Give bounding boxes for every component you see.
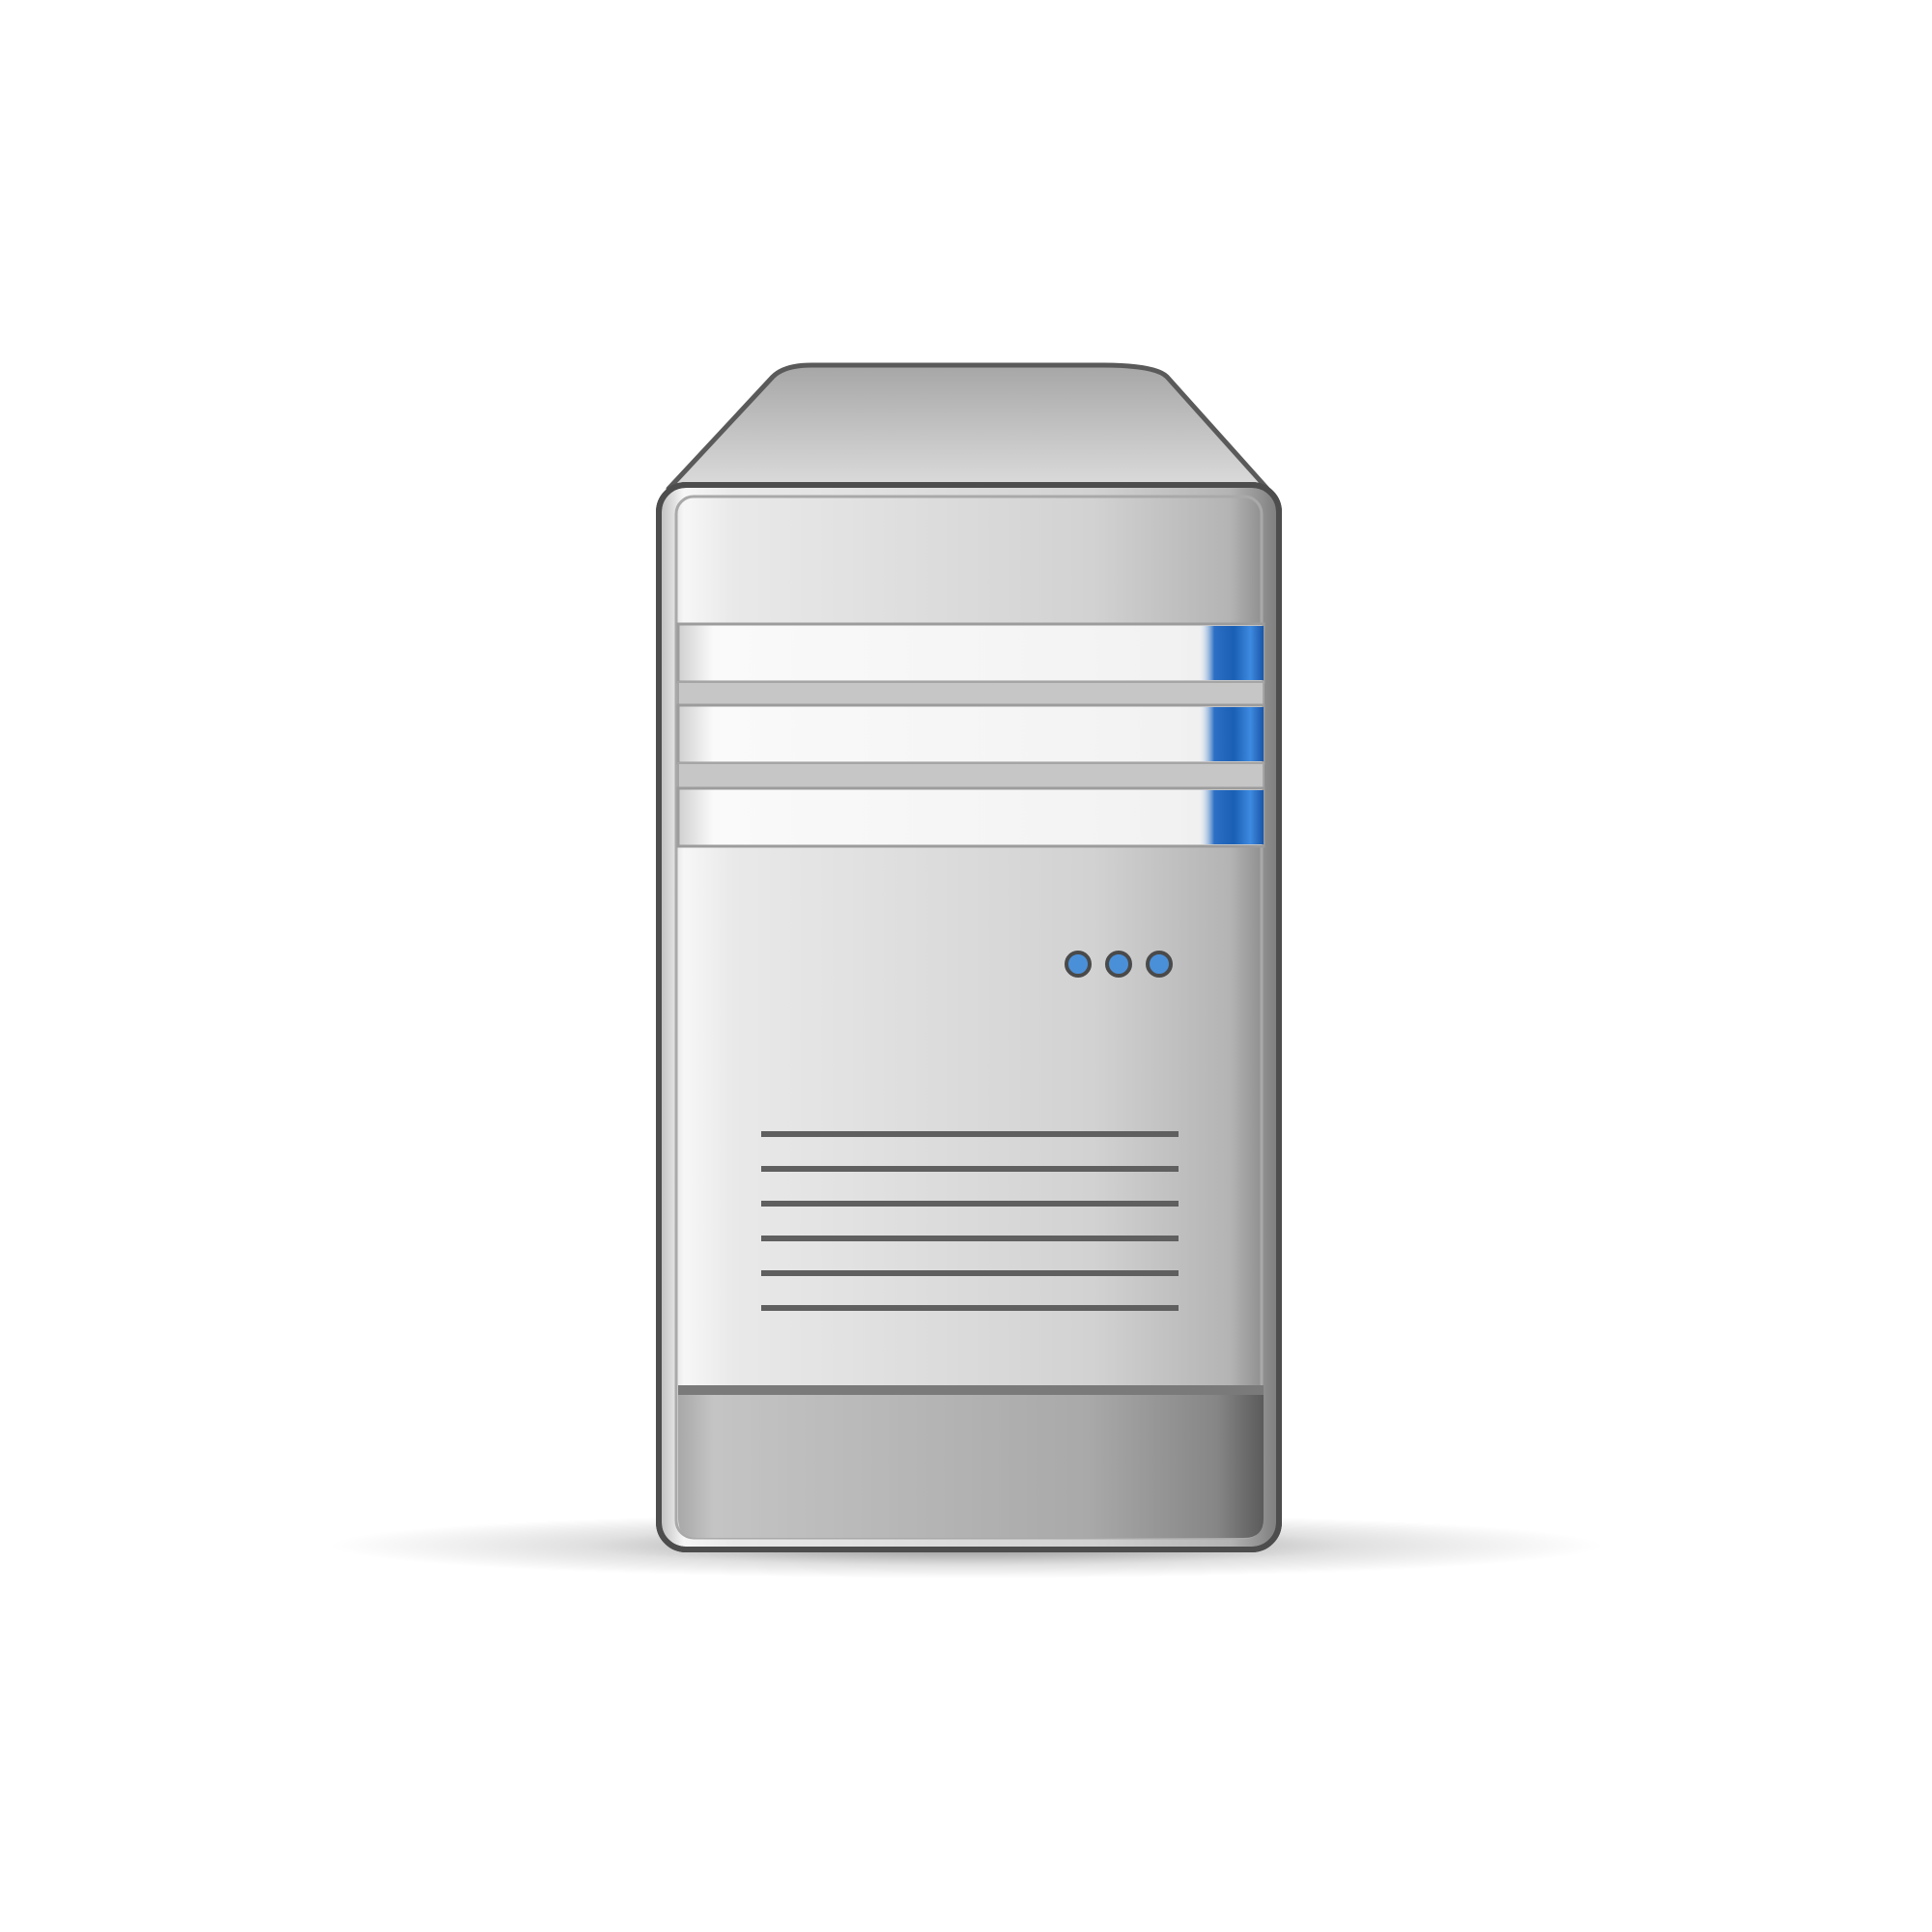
drive-bay: [676, 622, 1265, 684]
drive-bay-indicator: [1198, 707, 1264, 761]
drive-bay: [676, 786, 1265, 848]
drive-bays: [676, 622, 1265, 848]
server-top-lid: [666, 362, 1270, 492]
status-lights: [1065, 951, 1173, 978]
drive-bay-indicator: [1198, 626, 1264, 680]
server-base: [678, 1385, 1264, 1538]
drive-bay: [676, 703, 1265, 765]
drive-bay-indicator: [1198, 790, 1264, 844]
vent-grille: [761, 1131, 1179, 1311]
status-light: [1105, 951, 1132, 978]
status-light: [1065, 951, 1092, 978]
status-light: [1146, 951, 1173, 978]
server-outline: [656, 482, 1282, 1552]
